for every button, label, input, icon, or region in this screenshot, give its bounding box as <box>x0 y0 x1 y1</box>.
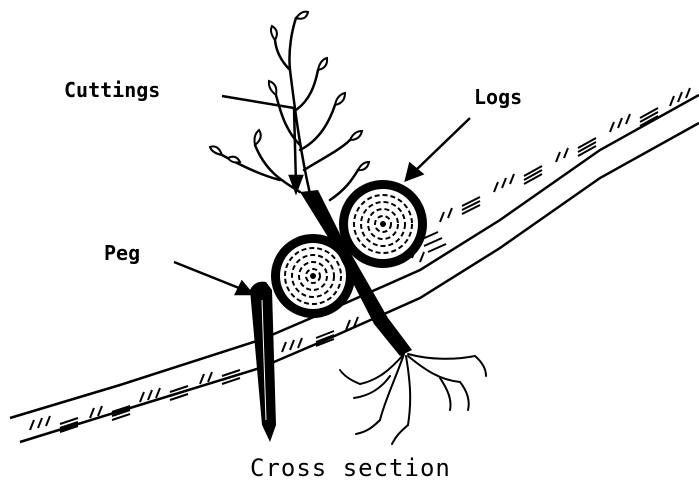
cuttings-leaves <box>210 12 369 171</box>
cuttings-label: Cuttings <box>64 80 160 100</box>
cuttings-arrowhead <box>290 176 302 192</box>
peg-label: Peg <box>104 243 140 263</box>
upper-log <box>339 180 427 268</box>
logs-arrow-line <box>414 118 470 172</box>
cuttings-arrow-line <box>222 96 294 108</box>
peg-arrow-line <box>174 262 244 290</box>
peg-arrowhead <box>236 282 252 294</box>
diagram-caption: Cross section <box>250 456 451 480</box>
roots <box>340 354 486 444</box>
peg <box>250 282 276 442</box>
cuttings-branches <box>222 18 358 200</box>
logs-label: Logs <box>474 87 522 107</box>
